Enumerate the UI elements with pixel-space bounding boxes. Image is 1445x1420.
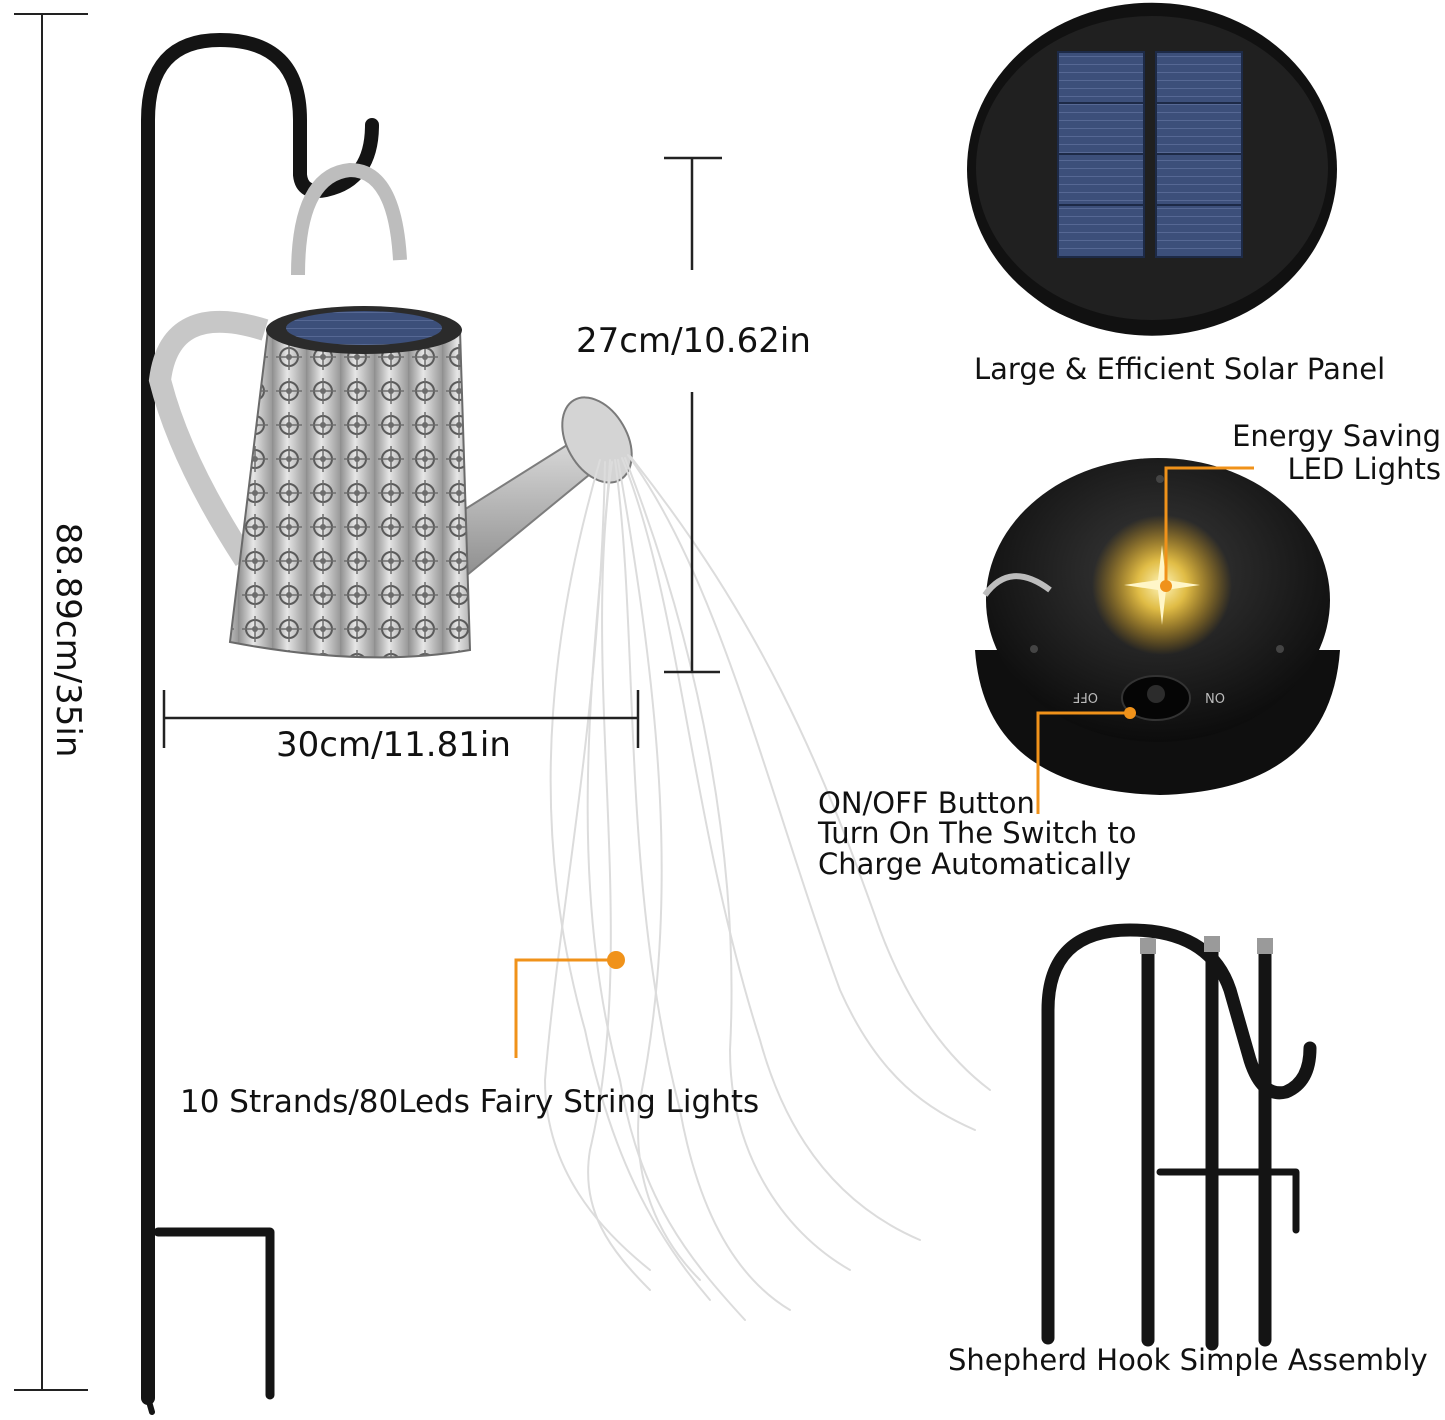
button-label-line1: ON/OFF Button: [818, 786, 1035, 820]
led-callout-line: [1164, 466, 1254, 586]
button-label-line3: Charge Automatically: [818, 846, 1132, 881]
switch-off-label: OFF: [1073, 689, 1098, 704]
fairy-lights-label: 10 Strands/80Leds Fairy String Lights: [180, 1084, 760, 1120]
button-callout-dot: [1124, 707, 1136, 719]
width-label: 30cm/11.81in: [276, 725, 511, 765]
callout-lines: [514, 466, 1254, 1058]
led-lights-label: Energy Saving LED Lights: [1232, 419, 1441, 487]
switch-on-label: ON: [1205, 689, 1225, 704]
button-callout-line: [1036, 711, 1130, 814]
strings-callout-dot: [607, 951, 625, 969]
strings-callout-line: [514, 958, 616, 1058]
solar-panel-label: Large & Efficient Solar Panel: [974, 352, 1386, 386]
height-label: 88.89cm/35in: [48, 522, 88, 758]
watering-can-icon: [148, 162, 633, 659]
button-label-line2: Turn On The Switch to: [818, 816, 1137, 851]
drop-label: 27cm/10.62in: [576, 321, 811, 361]
led-base-icon: OFF ON: [975, 458, 1340, 795]
solar-panel-icon: [967, 2, 1337, 336]
shepherd-hook-icon: [141, 33, 379, 1415]
drop-dimension-line: [664, 156, 722, 674]
fairy-string-lights-icon: [543, 454, 991, 1321]
button-label: ON/OFF Button Turn On The Switch to Char…: [818, 786, 1137, 881]
hook-parts-icon: [1041, 923, 1317, 1351]
assembly-label: Shepherd Hook Simple Assembly: [948, 1343, 1428, 1377]
width-dimension-line: [162, 690, 640, 748]
height-dimension-line: [14, 13, 88, 1391]
led-callout-dot: [1160, 580, 1172, 592]
